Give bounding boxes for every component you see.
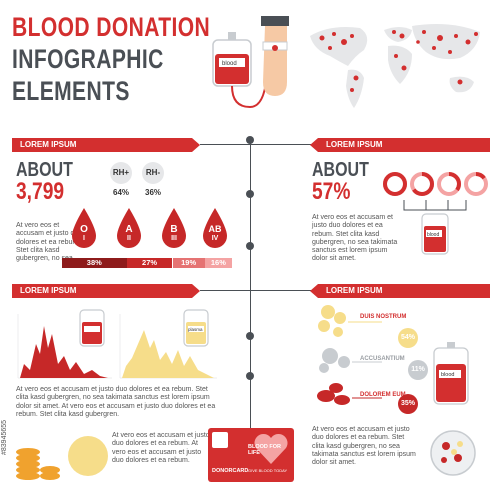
petri-dish-icon [430, 430, 476, 476]
ring-fill [383, 172, 407, 196]
plasma-label: plasma [188, 327, 203, 332]
cells-text: At vero eos et accusam et justo duo dolo… [312, 426, 416, 467]
drop-icon [203, 208, 227, 248]
cell-label-1: DUIS NOSTRUM [360, 314, 407, 320]
blood-bag-icon: blood [421, 213, 449, 255]
cell-pct-3: 35% [398, 394, 418, 414]
bar-seg-o: 38% [62, 258, 127, 268]
cells-illustration [317, 305, 382, 405]
stat2-text: At vero eos et accusam et justo duo dolo… [312, 214, 398, 263]
platelet-icon [318, 305, 346, 337]
heart-icon [254, 433, 288, 464]
drop-icon [72, 208, 96, 248]
white-cell-icon [319, 348, 350, 373]
blood-bag-icon: blood [433, 342, 469, 405]
stat2-about: ABOUT [312, 159, 369, 181]
blood-bag-icon [79, 309, 105, 347]
timeline-dot [246, 332, 254, 340]
cell-pct-2: 11% [408, 360, 428, 380]
ring-connectors: blood [403, 200, 467, 255]
rh-minus-badge: RH- [142, 162, 164, 184]
ring-fill [437, 172, 461, 196]
title-line-2: INFOGRAPHIC [12, 44, 164, 74]
blood-bag-icon: blood [212, 32, 252, 87]
title-line-3: ELEMENTS [12, 76, 130, 106]
coins-illustration [16, 436, 108, 480]
ring-fill [464, 172, 488, 196]
timeline-connector-2 [251, 144, 311, 145]
drop-letter-b: B [170, 224, 178, 235]
bag-label: blood [222, 61, 237, 67]
drop-icon [117, 208, 141, 248]
timeline-connector-3 [200, 290, 250, 291]
side-watermark: #83945655 [1, 419, 8, 455]
map-dots [319, 30, 478, 92]
title-line-1: BLOOD DONATION [12, 12, 211, 42]
bag-label: blood [441, 372, 454, 378]
drop-letter-a: A [125, 224, 133, 235]
cell-label-2: ACCUSANTIUM [360, 356, 405, 362]
bar-seg-ab: 16% [204, 258, 232, 268]
arm-icon [261, 16, 289, 96]
stat1-about: ABOUT [16, 159, 73, 181]
ring-fill [410, 172, 434, 196]
section-ribbon-4: LOREM IPSUM [310, 284, 490, 298]
rh-plus-pct: 64% [113, 188, 130, 197]
drop-letter-ab: AB [208, 224, 222, 234]
yellow-area-series [122, 330, 214, 378]
red-cell-icon [317, 383, 350, 405]
drop-roman-a: II [127, 235, 131, 242]
timeline-connector-4 [251, 290, 311, 291]
charts-text: At vero eos et accusam et justo duo dolo… [16, 386, 216, 418]
coin-circle-icon [68, 436, 108, 476]
timeline-dot [246, 136, 254, 144]
rh-minus-pct: 36% [145, 188, 162, 197]
donor-card: BLOOD FOR LIFE GIVE BLOOD TODAY DONORCAR… [208, 428, 294, 482]
drop-icon [162, 208, 186, 248]
timeline-line [250, 140, 251, 480]
drop-roman-ab: IV [211, 235, 219, 242]
coin-stack-icon [16, 448, 60, 480]
blood-type-bar: 38% 27% 19% 16% [62, 258, 232, 268]
section-ribbon-1: LOREM IPSUM [12, 138, 200, 152]
stat1-number: 3,799 [16, 178, 65, 205]
cell-label-3: DOLOREM EUM [360, 392, 406, 398]
timeline-dot [246, 242, 254, 250]
red-area-series [20, 326, 108, 378]
drop-letter-o: O [80, 224, 88, 235]
coins-text: At vero eos et accusam et justo duo dolo… [112, 432, 210, 464]
rh-plus-badge: RH+ [110, 162, 132, 184]
section-ribbon-3: LOREM IPSUM [12, 284, 200, 298]
timeline-connector-1 [200, 144, 250, 145]
drop-roman-o: I [83, 235, 85, 242]
bar-seg-b: 19% [172, 258, 205, 268]
donor-tagline: GIVE BLOOD TODAY [248, 468, 288, 473]
area-charts: plasma [17, 309, 217, 379]
donation-illustration: blood [212, 16, 289, 109]
plasma-bag-icon: plasma [183, 309, 209, 347]
timeline-dot [246, 190, 254, 198]
drop-roman-b: III [171, 235, 177, 242]
donor-card-label: DONORCARD [212, 468, 249, 474]
world-map [310, 24, 480, 108]
section-ribbon-2: LOREM IPSUM [310, 138, 490, 152]
stat2-number: 57% [312, 178, 351, 205]
cell-pct-1: 54% [398, 328, 418, 348]
bar-seg-a: 27% [126, 258, 173, 268]
donor-slogan: BLOOD FOR LIFE [248, 444, 281, 456]
avatar [212, 432, 228, 448]
bag-label: blood [427, 232, 439, 238]
timeline-dot [246, 372, 254, 380]
blood-type-drops: O I A II B III AB IV [62, 208, 232, 258]
progress-rings [383, 172, 488, 196]
